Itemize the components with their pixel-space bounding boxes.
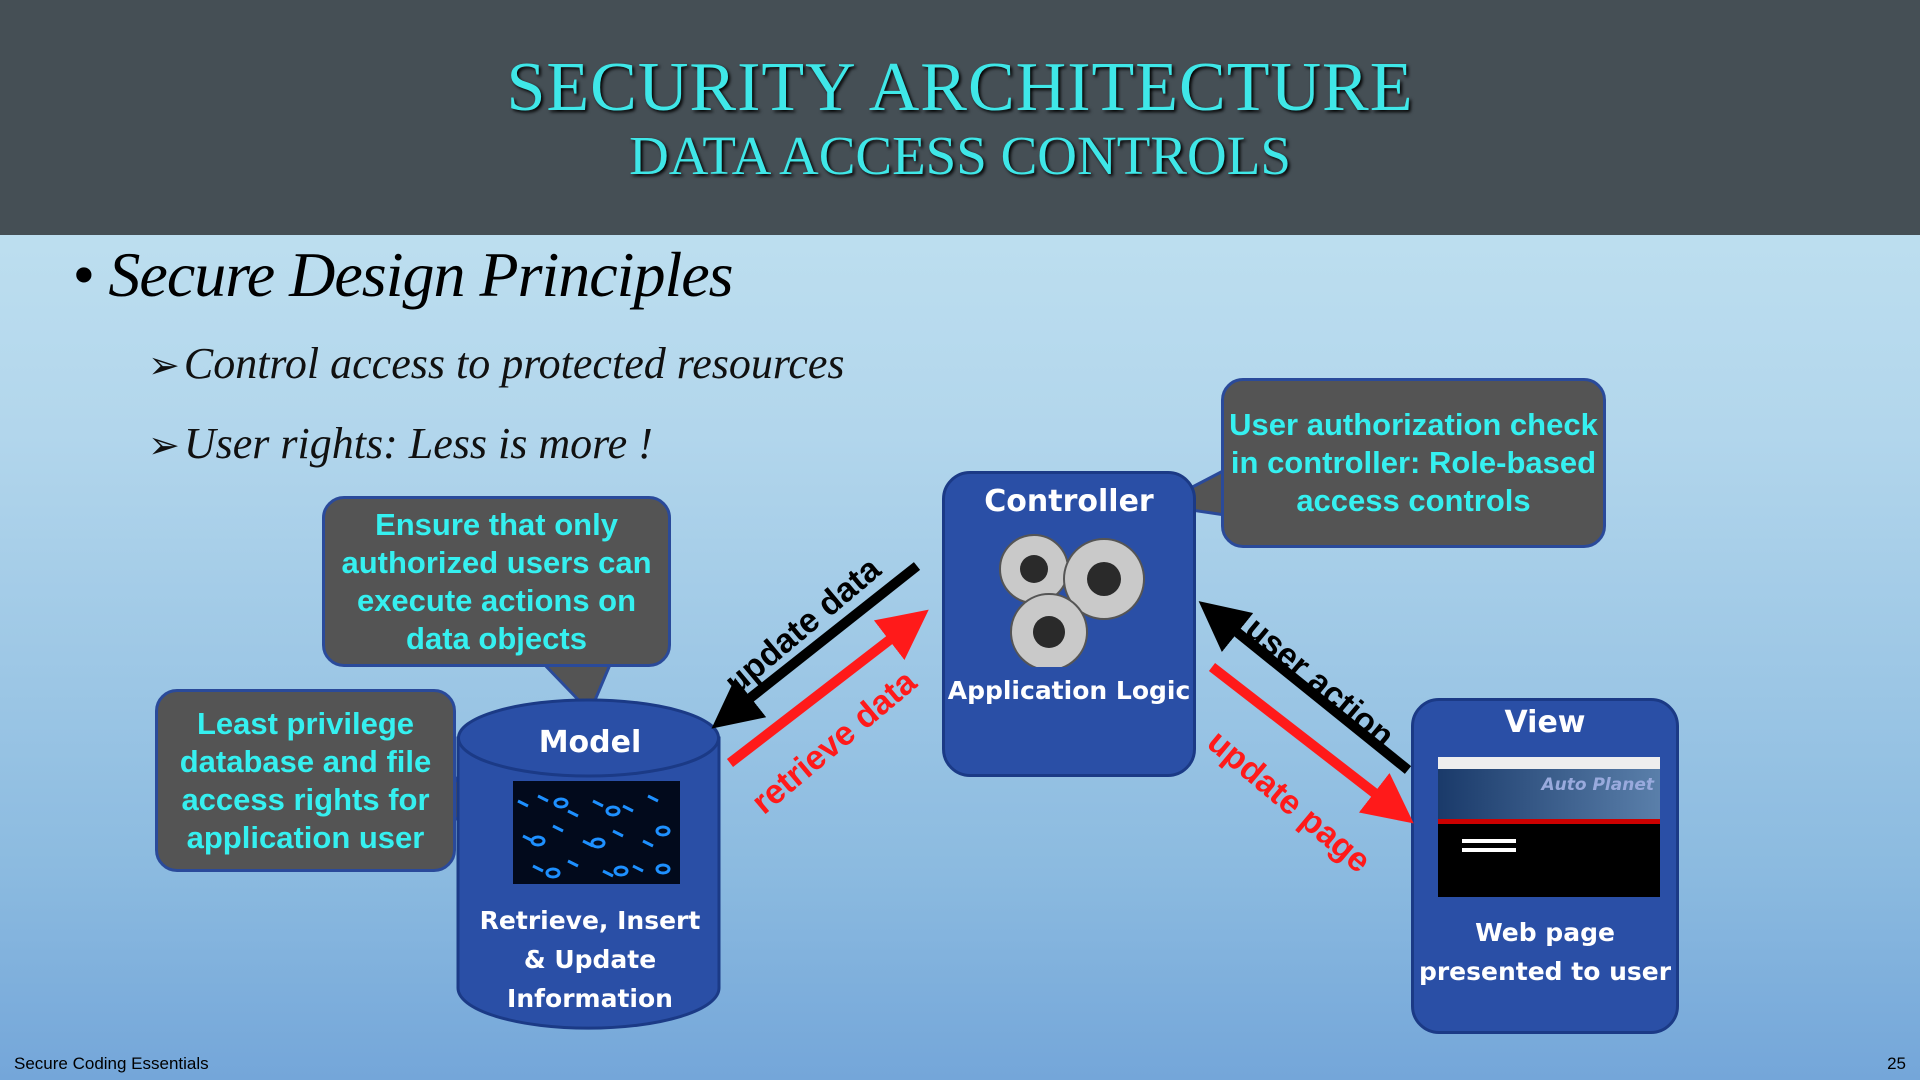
retrieve-data-arrow <box>726 609 929 767</box>
main-bullet: • Secure Design Principles <box>72 239 734 310</box>
gears-icon <box>999 534 1145 671</box>
binary-data-icon <box>517 794 671 879</box>
ensure-callout-text: Ensure that only authorized users can ex… <box>341 506 652 656</box>
authorization-callout: User authorization check in controller: … <box>1221 378 1606 548</box>
webpage-screenshot: Auto Planet <box>1438 757 1660 897</box>
user-action-arrow <box>1198 601 1412 774</box>
main-bullet-text: Secure Design Principles <box>108 239 733 310</box>
model-title: Model <box>538 725 642 760</box>
sub-bullet-2-text: User rights: Less is more ! <box>183 419 653 468</box>
header-bar: SECURITY ARCHITECTURE DATA ACCESS CONTRO… <box>0 0 1920 235</box>
sub-bullet-1-text: Control access to protected resources <box>183 339 845 388</box>
slide-subtitle: DATA ACCESS CONTROLS <box>629 125 1291 186</box>
view-box: View Auto Planet Web page presented to u… <box>1411 698 1679 1034</box>
view-caption: Web page presented to user <box>1418 918 1672 986</box>
sub-bullet-1: ➢Control access to protected resources <box>148 338 845 389</box>
ensure-callout: Ensure that only authorized users can ex… <box>322 496 671 667</box>
footer-course-name: Secure Coding Essentials <box>14 1054 209 1073</box>
arrow-bullet-icon: ➢ <box>148 345 180 387</box>
update-data-arrow <box>711 562 921 729</box>
model-caption: Retrieve, Insert & Update Information <box>479 906 701 1013</box>
least-callout-text: Least privilege database and file access… <box>179 705 432 855</box>
auth-callout-text: User authorization check in controller: … <box>1229 407 1598 518</box>
update-page-arrow <box>1208 663 1414 824</box>
screenshot-logo-text: Auto Planet <box>1541 775 1654 795</box>
controller-box: Controller Application Logic <box>942 471 1196 777</box>
arrow-bullet-icon: ➢ <box>148 425 180 467</box>
slide-title: SECURITY ARCHITECTURE <box>506 49 1414 126</box>
sub-bullet-2: ➢User rights: Less is more ! <box>148 418 653 469</box>
least-privilege-callout: Least privilege database and file access… <box>155 689 456 872</box>
view-title: View <box>1504 705 1586 740</box>
page-number: 25 <box>1887 1054 1906 1073</box>
controller-title: Controller <box>984 484 1154 519</box>
controller-caption: Application Logic <box>947 676 1191 705</box>
binary-image <box>513 781 680 884</box>
